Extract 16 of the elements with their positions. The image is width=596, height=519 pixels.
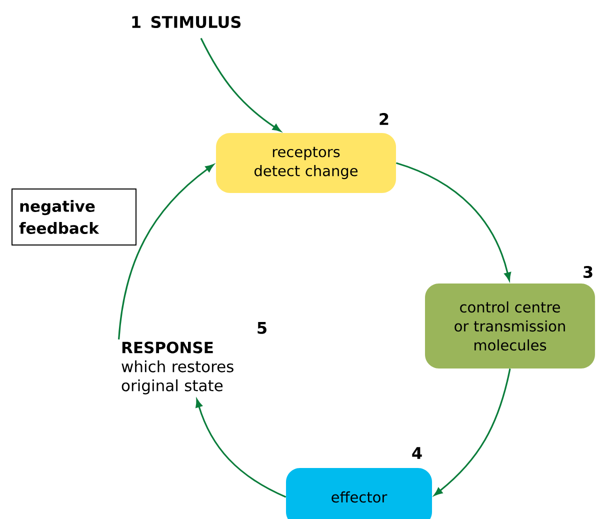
stimulus-label: STIMULUS	[151, 16, 241, 28]
process-box: receptors detect change	[216, 133, 396, 193]
process-box: control centre or transmission molecules	[425, 284, 595, 368]
step-number: 3	[584, 266, 592, 278]
arrow	[396, 162, 511, 281]
process-box: effector	[286, 468, 432, 519]
arrow	[118, 164, 214, 340]
step-number: 5	[258, 322, 266, 334]
step-number: 4	[412, 447, 422, 459]
step-number: 1	[132, 16, 140, 28]
framed-label: negative feedback	[12, 188, 136, 246]
arrow	[434, 368, 511, 496]
step-number: 2	[380, 113, 388, 125]
arrow	[196, 399, 286, 498]
arrow	[200, 38, 281, 132]
response-text: RESPONSE which restores original state	[122, 342, 234, 394]
